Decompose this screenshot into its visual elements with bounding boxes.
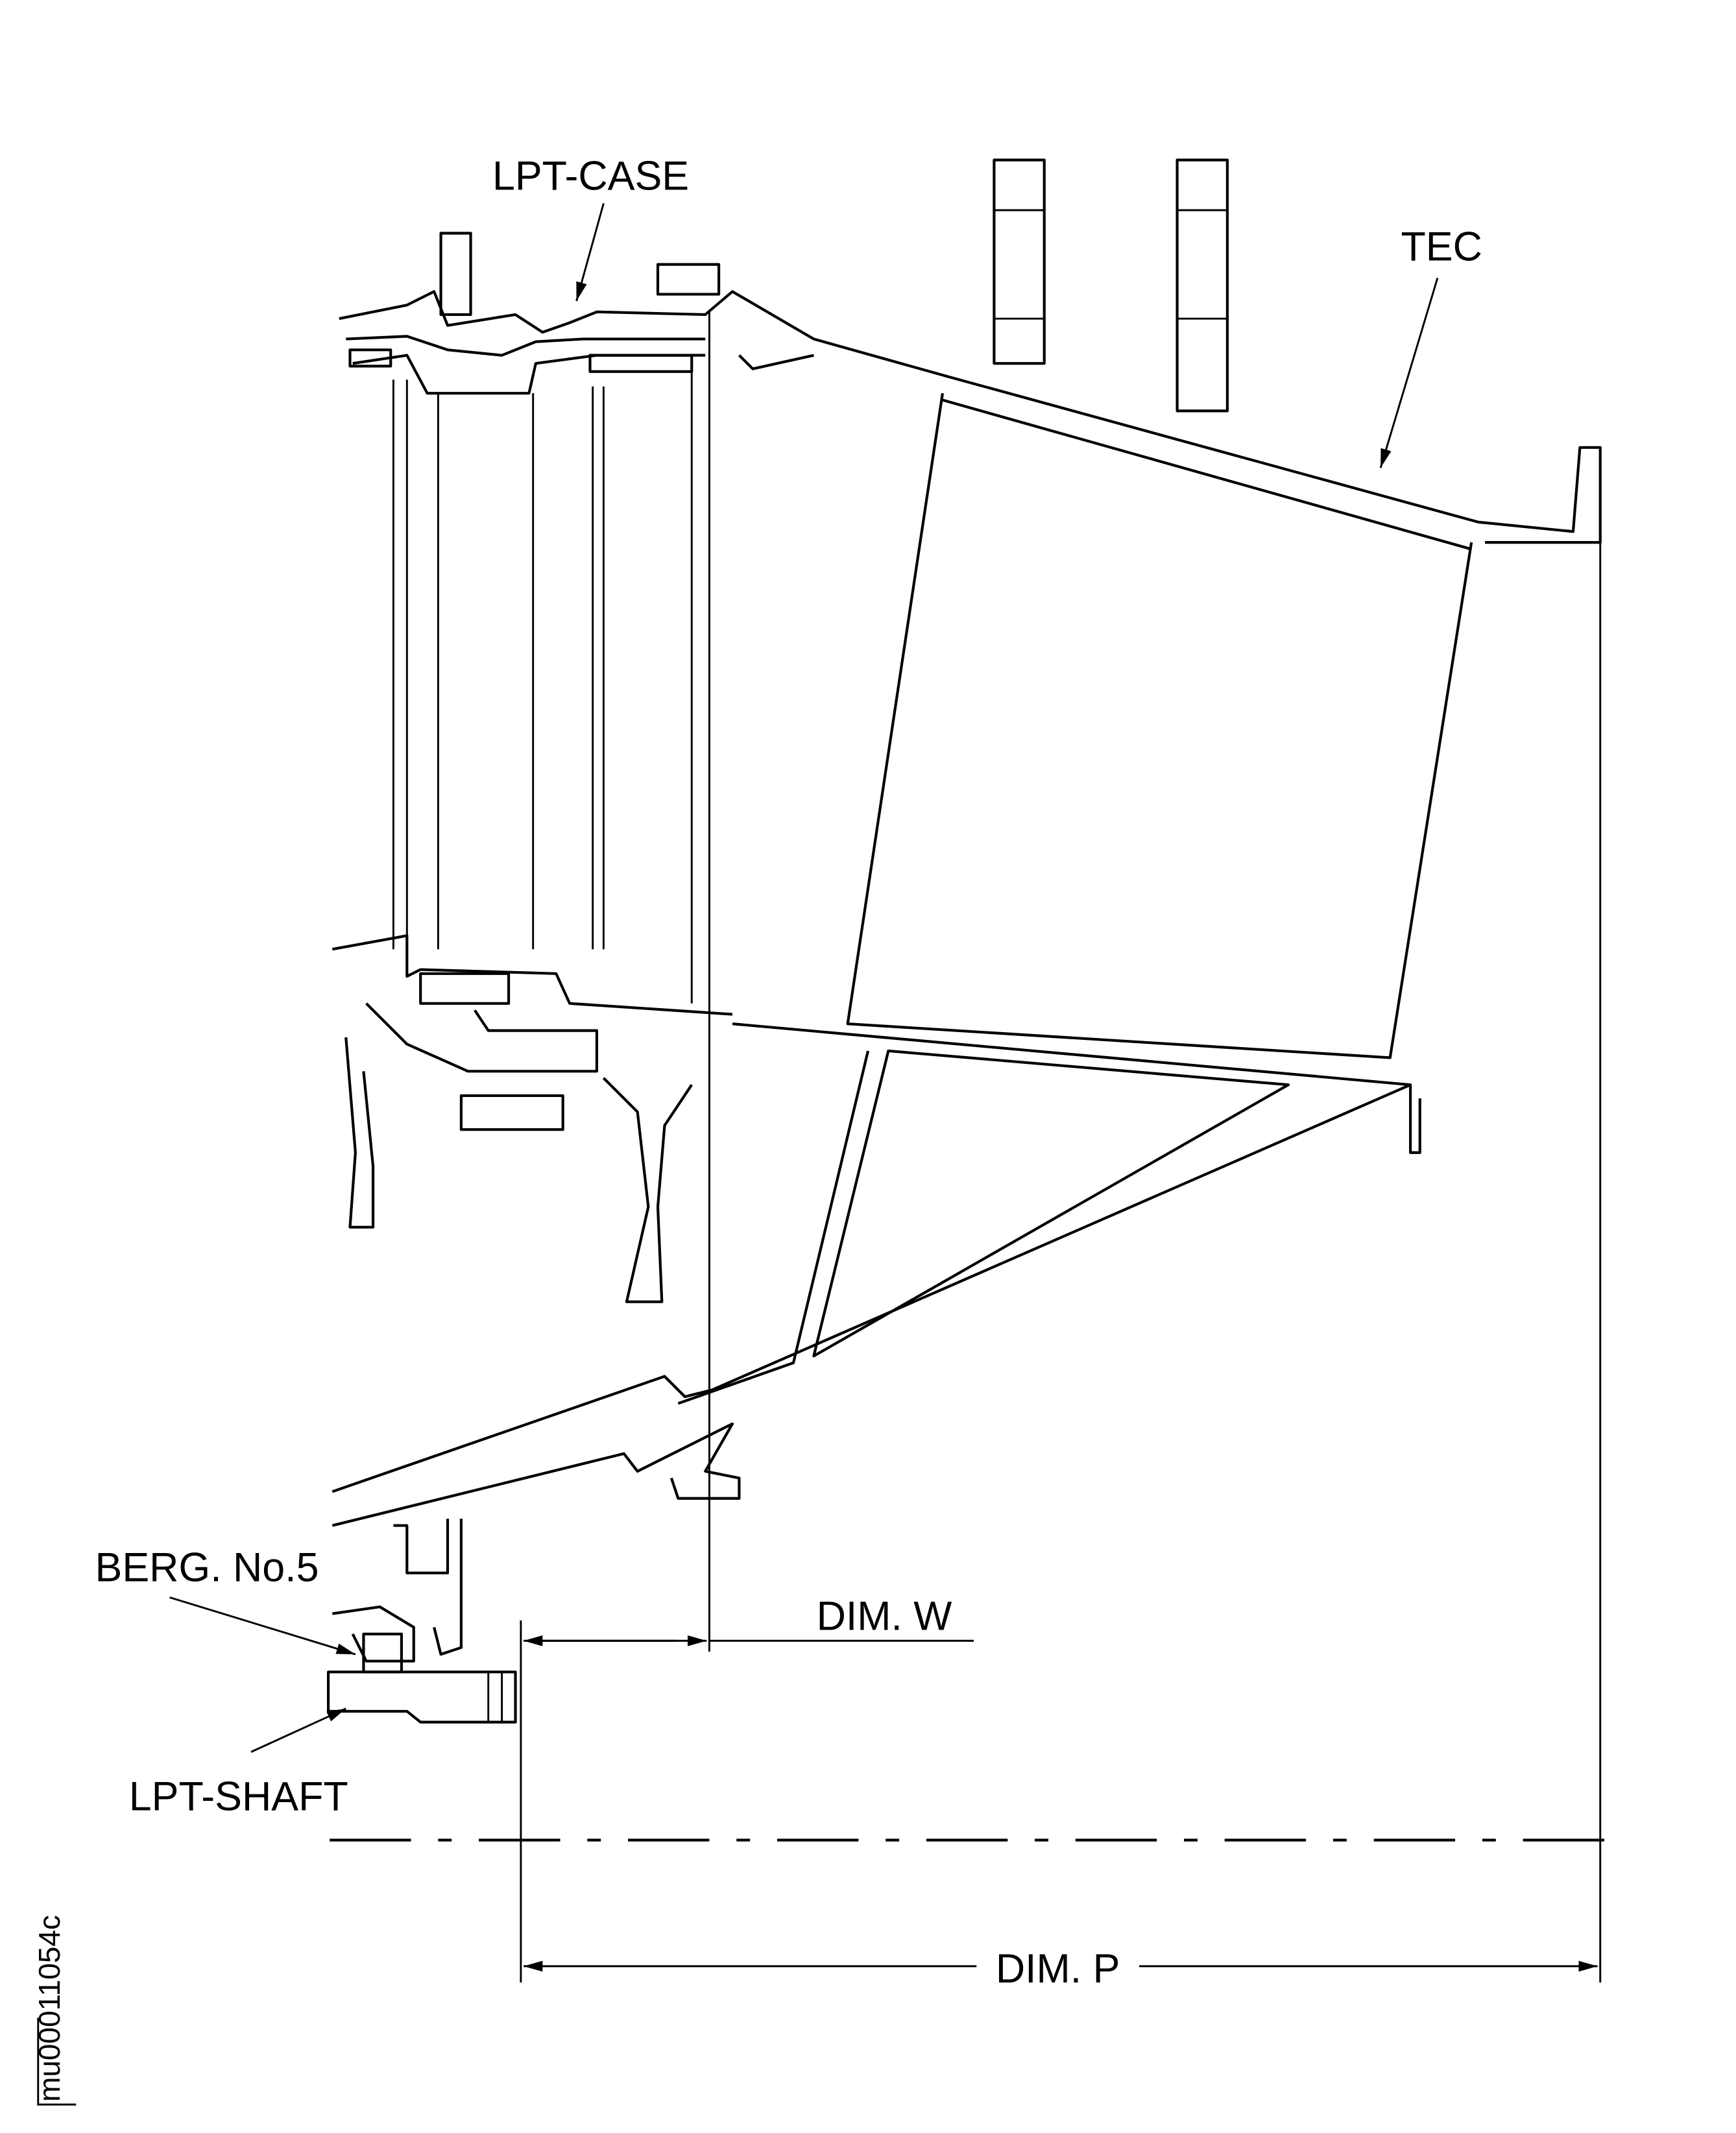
lpt-case [339, 232, 950, 395]
tec-mount-struts [993, 158, 1229, 413]
label-tec: TEC [1401, 224, 1482, 269]
lpt-inner-rotor [332, 934, 733, 1303]
figure-id: mu00011054c [32, 1915, 66, 2102]
leader-arrows [169, 203, 1439, 1753]
dimension-lines [330, 311, 1625, 1982]
lpt-blades [392, 366, 693, 1004]
figure-id-bracket [37, 2018, 77, 2106]
label-dim-p: DIM. P [996, 1946, 1120, 1992]
label-dim-w: DIM. W [817, 1594, 952, 1639]
label-lpt-shaft: LPT-SHAFT [129, 1774, 348, 1820]
tec-case [677, 376, 1602, 1405]
label-lpt-case: LPT-CASE [492, 154, 689, 199]
label-bearing-no5: BERG. No.5 [95, 1545, 319, 1590]
